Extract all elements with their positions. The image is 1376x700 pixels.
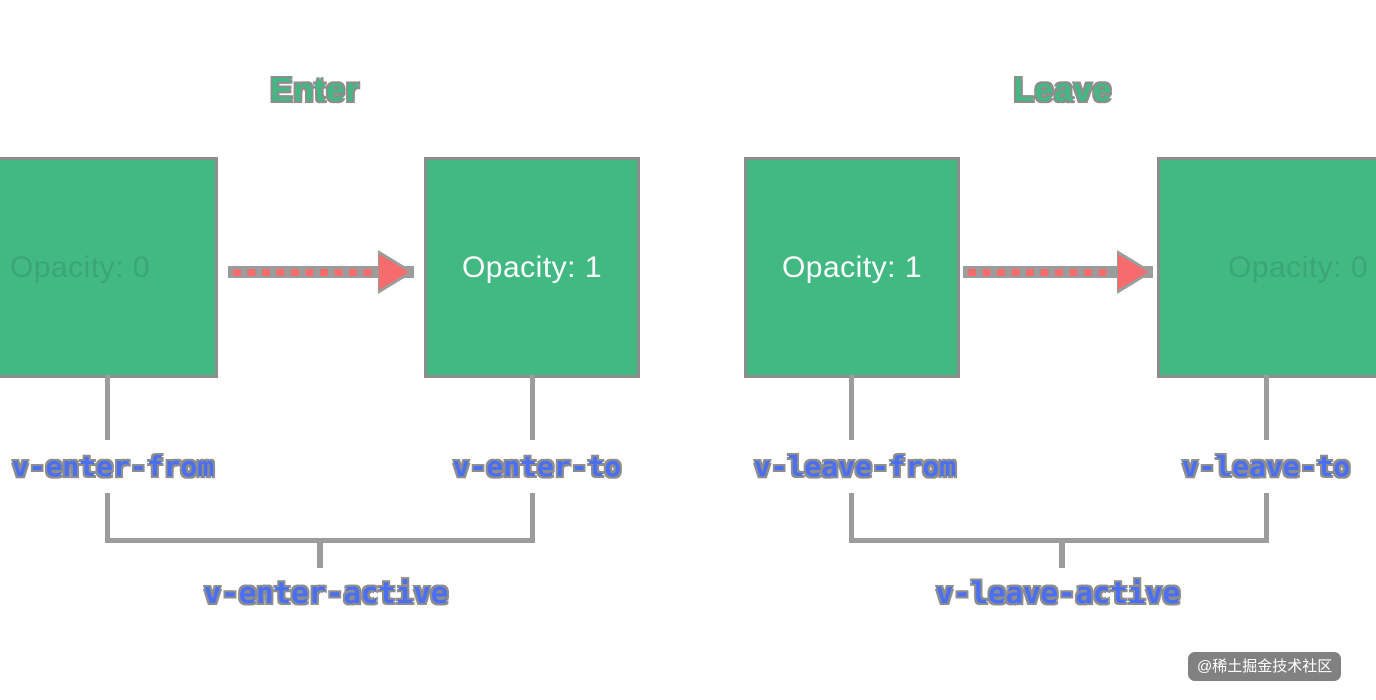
leave-to-connector-line — [1264, 375, 1269, 440]
leave-active-class-label: v-leave-active — [935, 576, 1181, 610]
arrow-head — [379, 254, 409, 290]
enter-dashed-arrow-icon — [228, 250, 414, 294]
leave-to-box-label: Opacity: 0 — [1227, 250, 1369, 284]
enter-to-connector-line — [530, 375, 535, 440]
enter-from-connector-line — [105, 375, 110, 440]
arrow-dashes — [968, 269, 1113, 276]
enter-bracket-left — [105, 493, 110, 538]
enter-from-box-label: Opacity: 0 — [9, 250, 151, 284]
arrow-head — [1118, 254, 1148, 290]
leave-section-title: Leave — [1013, 71, 1113, 108]
enter-from-box: Opacity: 0 — [0, 160, 215, 375]
enter-to-box: Opacity: 1 — [427, 160, 637, 375]
enter-section-title: Enter — [270, 71, 360, 108]
leave-to-box: Opacity: 0 — [1160, 160, 1376, 375]
enter-to-box-label: Opacity: 1 — [461, 250, 603, 284]
juejin-watermark: @稀土掘金技术社区 — [1188, 652, 1342, 681]
enter-bracket-bar — [105, 538, 535, 543]
leave-from-class-label: v-leave-from — [753, 450, 957, 483]
leave-from-box: Opacity: 1 — [747, 160, 957, 375]
leave-dashed-arrow-icon — [963, 250, 1153, 294]
enter-bracket-stub — [317, 541, 323, 568]
leave-to-class-label: v-leave-to — [1181, 450, 1351, 483]
enter-bracket-right — [530, 493, 535, 538]
leave-bracket-bar — [849, 538, 1269, 543]
enter-from-class-label: v-enter-from — [11, 450, 215, 483]
enter-to-class-label: v-enter-to — [452, 450, 622, 483]
leave-bracket-left — [849, 493, 854, 538]
leave-bracket-right — [1264, 493, 1269, 538]
leave-from-box-label: Opacity: 1 — [781, 250, 923, 284]
arrow-dashes — [233, 269, 374, 276]
enter-active-class-label: v-enter-active — [203, 576, 449, 610]
leave-bracket-stub — [1059, 541, 1065, 568]
leave-from-connector-line — [849, 375, 854, 440]
